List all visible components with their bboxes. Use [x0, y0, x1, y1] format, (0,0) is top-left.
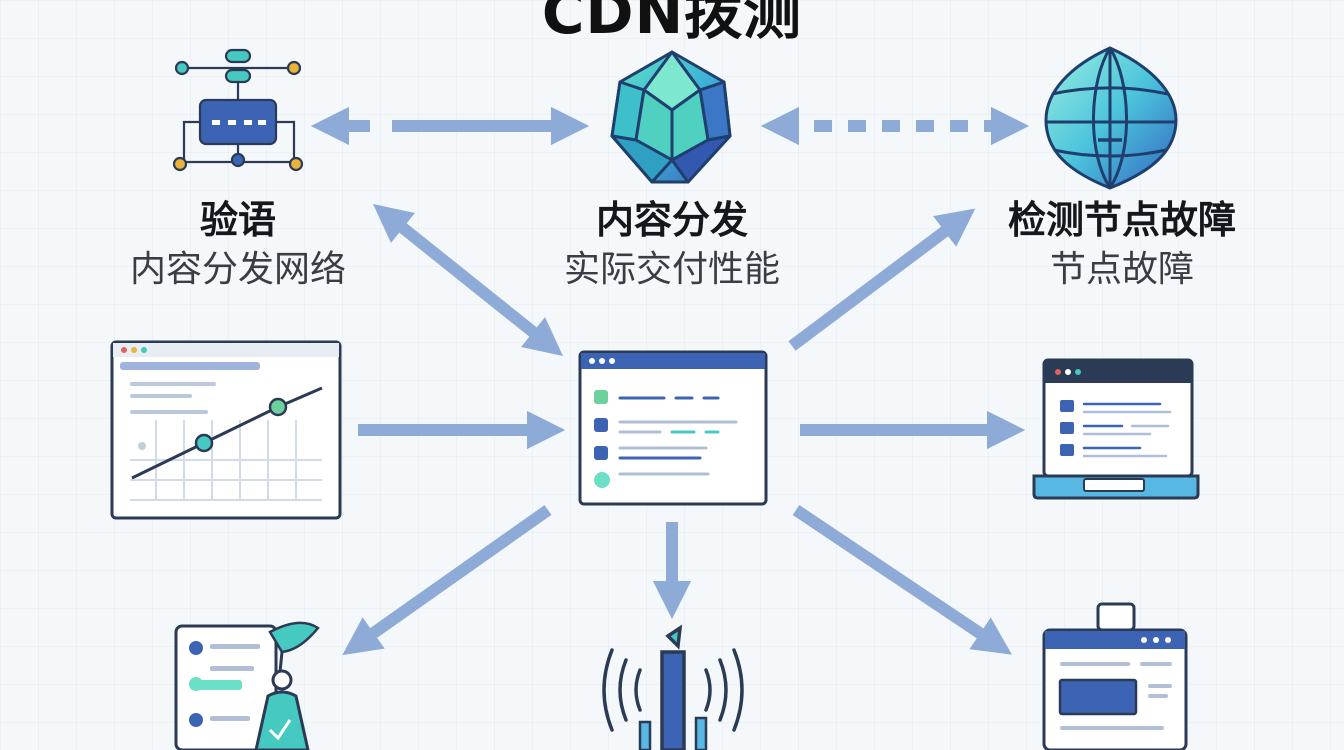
crystal-node-icon [610, 50, 732, 184]
node-heading-left: 验语 [199, 198, 276, 242]
node-label-right: 检测节点故障 节点故障 [962, 196, 1282, 296]
node-subheading-center: 实际交付性能 [563, 249, 780, 290]
line-chart-window-icon [110, 340, 342, 520]
node-subheading-right: 节点故障 [1049, 249, 1194, 290]
arrow-dashboard-to-right-label [788, 208, 976, 351]
laptop-icon [1032, 358, 1200, 500]
browser-briefcase-icon [1042, 602, 1188, 750]
node-heading-right: 检测节点故障 [1007, 198, 1236, 242]
diagram-title: CDN拨测 [541, 0, 803, 47]
globe-icon [1044, 46, 1178, 190]
node-label-center: 内容分发 实际交付性能 [532, 196, 812, 296]
node-label-left: 验语 内容分发网络 [108, 196, 368, 296]
dashboard-window-icon [578, 350, 768, 506]
arrows [310, 106, 1030, 656]
arrow-dashboard-to-browser [792, 505, 1012, 655]
node-subheading-left: 内容分发网络 [129, 249, 346, 290]
arrow-dashboard-to-checklist [342, 505, 552, 656]
node-heading-center: 内容分发 [595, 198, 748, 242]
checklist-person-icon [174, 621, 320, 750]
arrow-left-label-to-dashboard [373, 204, 563, 356]
signal-antenna-icon [602, 624, 744, 750]
network-topology-icon [172, 48, 304, 172]
